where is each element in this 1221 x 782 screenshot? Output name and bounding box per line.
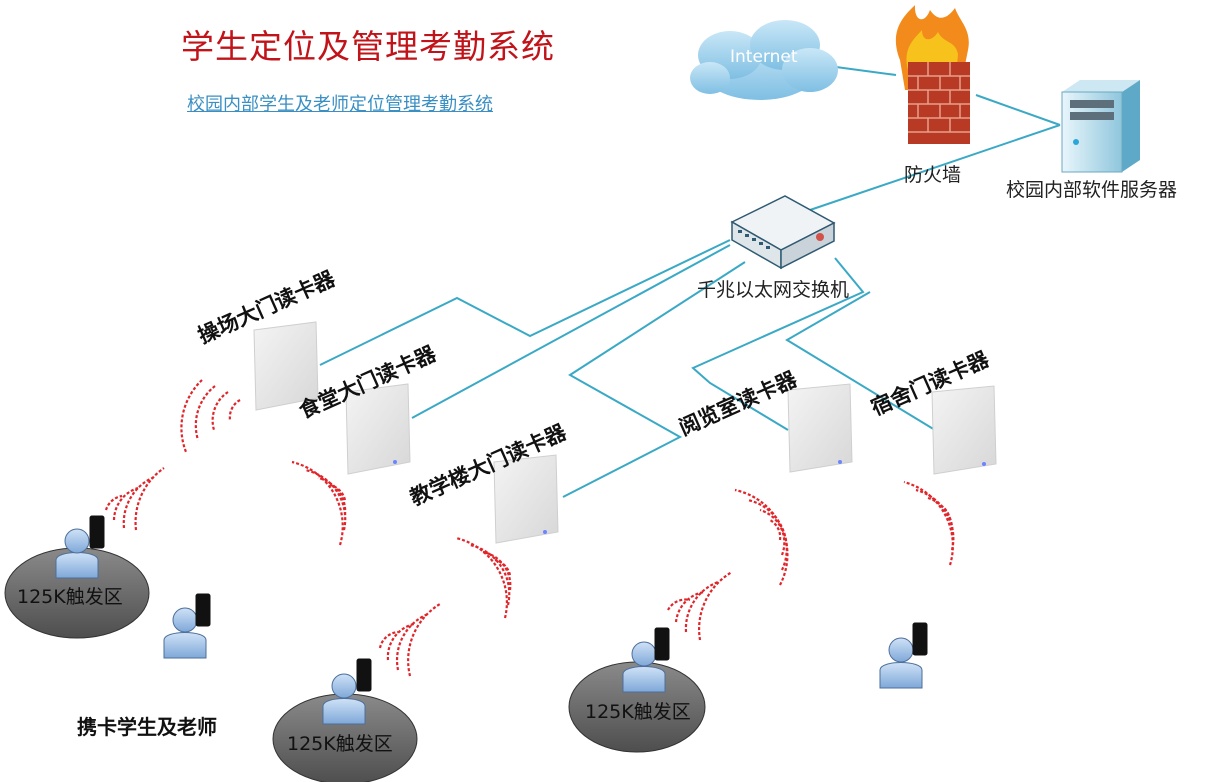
- signal-playground-down: [104, 467, 165, 531]
- people: [55, 515, 928, 725]
- firewall-label: 防火墙: [904, 164, 962, 186]
- person-4: [622, 627, 670, 693]
- person-3: [322, 658, 372, 725]
- signal-dorm: [903, 480, 955, 566]
- person-5: [879, 622, 928, 689]
- server-icon: [1061, 80, 1140, 173]
- reader-panel-reading: [787, 383, 853, 473]
- network-cables: [319, 66, 1061, 498]
- cable-server-switch: [809, 124, 1061, 211]
- reader-panel-teaching: [493, 454, 559, 544]
- person-2: [163, 593, 211, 659]
- trigger-zones: [4, 547, 706, 782]
- server-label: 校园内部软件服务器: [1006, 179, 1178, 201]
- zone-label-3: 125K触发区: [585, 701, 691, 723]
- cable-switch-teaching: [562, 261, 746, 498]
- internet-cloud-icon: [690, 20, 838, 100]
- cable-switch-dorm: [785, 291, 936, 431]
- zone-label-1: 125K触发区: [17, 586, 123, 608]
- zone-label-2: 125K触发区: [287, 733, 393, 755]
- cable-switch-reading: [691, 257, 865, 431]
- switch-label: 千兆以太网交换机: [697, 279, 850, 301]
- signal-teaching-down: [378, 603, 441, 677]
- signal-canteen: [291, 460, 347, 546]
- person-1: [55, 515, 105, 579]
- firewall-icon: [895, 5, 970, 144]
- cable-switch-canteen: [411, 244, 731, 419]
- reader-panel-dorm: [931, 385, 997, 475]
- signal-waves: [104, 379, 955, 677]
- cable-switch-playground: [319, 239, 731, 366]
- signal-teaching: [455, 536, 512, 619]
- reader-panel-playground: [253, 321, 319, 411]
- signal-reading: [734, 488, 789, 586]
- reader-panels: [253, 321, 997, 544]
- cable-firewall-server: [975, 94, 1061, 126]
- carrier-caption: 携卡学生及老师: [77, 715, 217, 739]
- signal-reading-down: [667, 571, 733, 641]
- subtitle-link[interactable]: 校园内部学生及老师定位管理考勤系统: [187, 94, 493, 115]
- signal-playground: [180, 379, 241, 453]
- internet-label: Internet: [730, 47, 798, 67]
- switch-icon: [730, 195, 836, 270]
- cable-internet-firewall: [835, 66, 897, 76]
- page-title: 学生定位及管理考勤系统: [181, 27, 555, 66]
- reader-panel-canteen: [345, 383, 411, 475]
